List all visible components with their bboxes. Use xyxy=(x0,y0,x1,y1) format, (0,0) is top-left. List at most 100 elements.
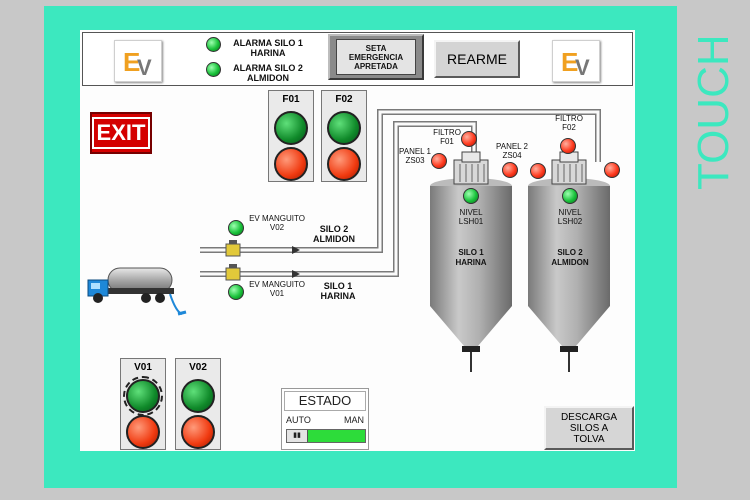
silo1-name-label: SILO 1 HARINA xyxy=(441,248,501,268)
ev-logo-icon: E V xyxy=(561,47,590,80)
reset-button[interactable]: REARME xyxy=(434,40,520,78)
emergency-stop-face: SETA EMERGENCIA APRETADA xyxy=(336,39,416,75)
silo2-level-label: NIVEL LSH02 xyxy=(549,208,591,226)
exit-button[interactable]: EXIT xyxy=(90,112,152,154)
silo1-filter-line2: F01 xyxy=(440,137,454,146)
silo2-filter-line2: F02 xyxy=(562,123,576,132)
manguito-v02-lamp xyxy=(228,220,244,236)
alarm-silo2-label: ALARMA SILO 2 ALMIDON xyxy=(224,63,312,83)
filter-f02-housing xyxy=(551,151,587,185)
valve-v01-green-light xyxy=(123,376,163,416)
silo2-panel-line2: ZS04 xyxy=(502,151,522,160)
svg-text:E: E xyxy=(123,47,140,77)
alarm-silo2-line2: ALMIDON xyxy=(247,73,289,83)
silo1-level-line1: NIVEL xyxy=(459,208,483,217)
valve-v02-signal[interactable]: V02 xyxy=(175,358,221,450)
line-silo2-line1: SILO 2 xyxy=(319,224,349,234)
silo2-level-lamp xyxy=(562,188,578,204)
alarm-silo1-line1: ALARMA SILO 1 xyxy=(233,38,303,48)
silo2-name-line2: ALMIDON xyxy=(551,258,589,267)
filter-f01-housing xyxy=(453,151,489,185)
filter-f02-signal[interactable]: F02 xyxy=(321,90,367,182)
valve-v02-green-light xyxy=(181,379,215,413)
discharge-line1: DESCARGA xyxy=(560,411,618,423)
discharge-line2: SILOS A xyxy=(569,422,609,434)
silo2-name-label: SILO 2 ALMIDON xyxy=(539,248,601,268)
silo1-filter-line1: FILTRO xyxy=(433,128,461,137)
flow-arrow-icon xyxy=(292,270,300,278)
toggle-handle-icon[interactable]: ▮▮ xyxy=(287,430,308,442)
estado-auto-label: AUTO xyxy=(286,415,311,425)
filter-f01-label: F01 xyxy=(282,94,300,105)
valve-v02-label: V02 xyxy=(189,362,207,373)
flow-arrow-icon xyxy=(292,246,300,254)
silo2-name-line1: SILO 2 xyxy=(557,248,583,257)
filter-f01-green-light xyxy=(274,111,308,145)
silo2-filter-lamp xyxy=(560,138,576,154)
valve-v02-red-light xyxy=(181,415,215,449)
emergency-line1: SETA xyxy=(365,43,387,53)
alarm-silo1-lamp xyxy=(206,37,221,52)
silo1-level-line2: LSH01 xyxy=(458,217,484,226)
silo1-panel-lamp xyxy=(431,153,447,169)
manguito-v01-line1: EV MANGUITO xyxy=(249,280,305,289)
manguito-v02-line1: EV MANGUITO xyxy=(249,214,305,223)
silo2-filter-label: FILTRO F02 xyxy=(552,114,586,132)
silo1-filter-lamp xyxy=(461,131,477,147)
line-silo2-line2: ALMIDON xyxy=(313,234,355,244)
filter-f02-red-light xyxy=(327,147,361,181)
estado-title: ESTADO xyxy=(284,391,366,411)
manguito-v01-label: EV MANGUITO V01 xyxy=(244,280,310,298)
silo2-panel-label: PANEL 2 ZS04 xyxy=(494,142,530,160)
silo1-panel-label: PANEL 1 ZS03 xyxy=(398,147,432,165)
silo1-filter-label: FILTRO F01 xyxy=(430,128,464,146)
touch-text: TOUCH xyxy=(689,34,738,190)
touch-label: TOUCH xyxy=(689,34,738,190)
silo2-filter-line1: FILTRO xyxy=(555,114,583,123)
silo1-tank xyxy=(430,178,512,372)
discharge-silos-button[interactable]: DESCARGA SILOS A TOLVA xyxy=(544,406,634,450)
filter-f01-red-light xyxy=(274,147,308,181)
valve-v01-signal[interactable]: V01 xyxy=(120,358,166,450)
estado-panel: ESTADO AUTO MAN ▮▮ xyxy=(281,388,369,450)
valve-v02-icon xyxy=(225,240,241,257)
alarm-silo1-line2: HARINA xyxy=(250,48,286,58)
estado-man-label: MAN xyxy=(344,415,364,425)
valve-v01-label: V01 xyxy=(134,362,152,373)
alarm-silo2-line1: ALARMA SILO 2 xyxy=(233,63,303,73)
valve-v01-red-light xyxy=(126,415,160,449)
manguito-v01-line2: V01 xyxy=(269,289,285,298)
silo2-tank xyxy=(528,178,610,372)
silo2-panel-line1: PANEL 2 xyxy=(495,142,528,151)
silo1-level-lamp xyxy=(463,188,479,204)
tanker-truck-icon xyxy=(87,267,187,316)
line-silo1-line1: SILO 1 xyxy=(323,281,353,291)
silo2-level-line1: NIVEL xyxy=(558,208,582,217)
silo1-level-label: NIVEL LSH01 xyxy=(450,208,492,226)
svg-text:V: V xyxy=(137,55,152,80)
silo1-name-line2: HARINA xyxy=(455,258,487,267)
auto-man-toggle[interactable]: ▮▮ xyxy=(286,429,366,443)
silo1-panel-line1: PANEL 1 xyxy=(398,147,431,156)
filter-f02-label: F02 xyxy=(335,94,353,105)
ev-logo-left: E V xyxy=(114,40,162,82)
alarm-silo2-lamp xyxy=(206,62,221,77)
silo1-name-line1: SILO 1 xyxy=(458,248,484,257)
ev-logo-right: E V xyxy=(552,40,600,82)
filter-f01-signal[interactable]: F01 xyxy=(268,90,314,182)
ev-logo-icon: E V xyxy=(123,47,152,80)
silo2-panel-lamp xyxy=(530,163,546,179)
manguito-v02-line2: V02 xyxy=(269,223,285,232)
exit-label: EXIT xyxy=(91,117,151,149)
alarm-silo1-label: ALARMA SILO 1 HARINA xyxy=(224,38,312,58)
line-silo1-line2: HARINA xyxy=(320,291,356,301)
svg-text:E: E xyxy=(561,47,578,77)
discharge-line3: TOLVA xyxy=(573,433,605,445)
emergency-stop-indicator: SETA EMERGENCIA APRETADA xyxy=(328,34,424,80)
emergency-line2: EMERGENCIA xyxy=(348,52,404,62)
manguito-v02-label: EV MANGUITO V02 xyxy=(244,214,310,232)
reset-button-label: REARME xyxy=(447,51,507,67)
silo1-panel-line2: ZS03 xyxy=(405,156,425,165)
line-silo1-label: SILO 1 HARINA xyxy=(310,281,366,301)
